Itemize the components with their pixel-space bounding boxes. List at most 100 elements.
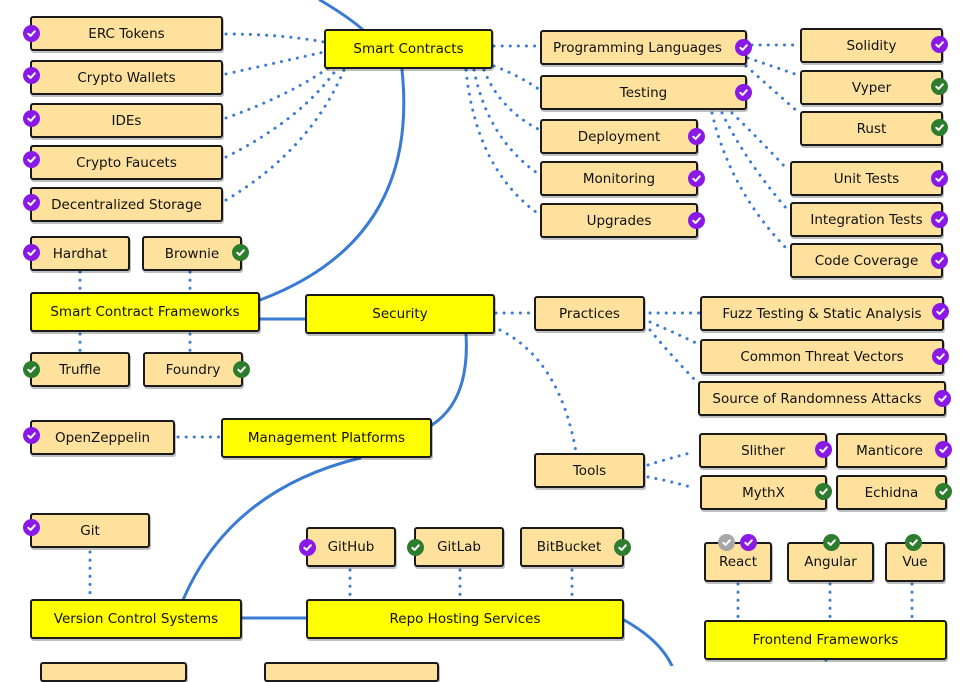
- node-hardhat[interactable]: Hardhat: [23, 236, 130, 271]
- node-label: Common Threat Vectors: [740, 348, 904, 365]
- node-smart-contract-frameworks[interactable]: Smart Contract Frameworks: [30, 292, 260, 332]
- edge-lang-vyper: [746, 56, 800, 77]
- node-ides[interactable]: IDEs: [23, 103, 223, 138]
- node-brownie[interactable]: Brownie: [142, 236, 249, 271]
- check-purple-icon: [935, 441, 952, 458]
- node-crypto-wallets[interactable]: Crypto Wallets: [23, 60, 223, 95]
- node-integration-tests[interactable]: Integration Tests: [790, 202, 948, 237]
- node-openzeppelin[interactable]: OpenZeppelin: [23, 420, 175, 455]
- node-vue[interactable]: Vue: [885, 534, 945, 582]
- node-code-coverage[interactable]: Code Coverage: [790, 243, 948, 278]
- node-label: Tools: [572, 462, 607, 479]
- node-git[interactable]: Git: [23, 513, 150, 548]
- edge-testing-integration: [720, 111, 788, 210]
- node-bitbucket[interactable]: BitBucket: [520, 527, 631, 567]
- check-purple-icon: [23, 194, 40, 211]
- node-github[interactable]: GitHub: [299, 527, 396, 567]
- node-deployment[interactable]: Deployment: [540, 119, 705, 154]
- node-label: Security: [372, 306, 428, 322]
- node-label: Smart Contracts: [353, 41, 464, 57]
- node-label: Management Platforms: [247, 430, 406, 446]
- node-label: Smart Contract Frameworks: [50, 304, 240, 320]
- node-label: Crypto Wallets: [77, 69, 176, 86]
- check-purple-icon: [740, 534, 757, 551]
- node-react[interactable]: React: [704, 534, 772, 582]
- check-purple-icon: [23, 67, 40, 84]
- edge-testing-coverage: [710, 111, 788, 250]
- node-smart-contracts[interactable]: Smart Contracts: [324, 29, 493, 69]
- node-programming-languages[interactable]: Programming Languages: [540, 30, 752, 65]
- node-label: React: [718, 554, 758, 570]
- node-unit-tests[interactable]: Unit Tests: [790, 161, 948, 196]
- edge-sc-upgrades: [464, 68, 542, 217]
- check-purple-icon: [23, 151, 40, 168]
- edge-tools-mythx: [646, 475, 696, 490]
- node-label: Frontend Frameworks: [752, 632, 899, 648]
- node-management-platforms[interactable]: Management Platforms: [221, 418, 432, 458]
- node-upgrades[interactable]: Upgrades: [540, 203, 705, 238]
- edge-sc-faucets: [224, 68, 338, 159]
- node-label: Rust: [856, 120, 887, 137]
- check-purple-icon: [735, 39, 752, 56]
- node-label: Vyper: [851, 79, 892, 96]
- node-gitlab[interactable]: GitLab: [407, 527, 504, 567]
- node-repo-hosting-services[interactable]: Repo Hosting Services: [306, 599, 624, 639]
- node-label: Vue: [902, 554, 928, 570]
- check-purple-icon: [688, 128, 705, 145]
- check-green-icon: [23, 361, 40, 378]
- node-label: OpenZeppelin: [54, 429, 151, 446]
- node-slither[interactable]: Slither: [699, 433, 832, 468]
- edge-practices-threat: [648, 320, 702, 347]
- node-solidity[interactable]: Solidity: [800, 28, 948, 63]
- node-label: IDEs: [111, 112, 142, 129]
- edge-testing-unit: [730, 111, 788, 170]
- edge-lang-rust: [744, 64, 800, 114]
- node-erc-tokens[interactable]: ERC Tokens: [23, 16, 223, 51]
- check-purple-icon: [815, 441, 832, 458]
- edge-sc-deploy: [482, 68, 542, 132]
- node-crypto-faucets[interactable]: Crypto Faucets: [23, 145, 223, 180]
- node-randomness-attacks[interactable]: Source of Randomness Attacks: [698, 381, 951, 416]
- node-testing[interactable]: Testing: [540, 75, 752, 110]
- node-label: Angular: [804, 554, 857, 570]
- node-mythx[interactable]: MythX: [700, 475, 832, 510]
- node-label: Brownie: [164, 245, 220, 262]
- check-gray-icon: [718, 534, 735, 551]
- node-label: Code Coverage: [814, 252, 919, 269]
- node-monitoring[interactable]: Monitoring: [540, 161, 705, 196]
- node-label: ERC Tokens: [88, 25, 165, 42]
- node-label: MythX: [742, 484, 785, 501]
- check-purple-icon: [931, 170, 948, 187]
- node-truffle[interactable]: Truffle: [23, 352, 130, 387]
- node-label: Source of Randomness Attacks: [712, 390, 922, 407]
- node-label: Echidna: [864, 484, 919, 501]
- node-fuzz-testing[interactable]: Fuzz Testing & Static Analysis: [700, 296, 949, 331]
- check-purple-icon: [299, 539, 316, 556]
- check-purple-icon: [688, 212, 705, 229]
- node-manticore[interactable]: Manticore: [836, 433, 952, 468]
- node-foundry[interactable]: Foundry: [143, 352, 250, 387]
- node-label: BitBucket: [536, 539, 602, 555]
- node-label: Testing: [619, 84, 668, 101]
- node-partial-bottom-center[interactable]: [264, 662, 439, 682]
- node-label: Manticore: [856, 442, 923, 459]
- node-tools[interactable]: Tools: [534, 453, 645, 488]
- edge-sc-storage: [224, 68, 346, 202]
- node-label: Slither: [741, 442, 785, 459]
- node-vyper[interactable]: Vyper: [800, 70, 948, 105]
- node-label: Upgrades: [586, 212, 652, 229]
- node-label: Practices: [559, 305, 620, 322]
- node-decentralized-storage[interactable]: Decentralized Storage: [23, 187, 223, 222]
- node-partial-bottom-left[interactable]: [40, 662, 187, 682]
- node-security[interactable]: Security: [305, 294, 495, 334]
- node-angular[interactable]: Angular: [787, 534, 874, 582]
- node-version-control-systems[interactable]: Version Control Systems: [30, 599, 242, 639]
- node-common-threat-vectors[interactable]: Common Threat Vectors: [700, 339, 949, 374]
- check-purple-icon: [688, 170, 705, 187]
- node-practices[interactable]: Practices: [534, 296, 645, 331]
- node-label: Solidity: [846, 37, 897, 54]
- node-rust[interactable]: Rust: [800, 111, 948, 146]
- node-echidna[interactable]: Echidna: [836, 475, 952, 510]
- check-purple-icon: [23, 25, 40, 42]
- node-frontend-frameworks[interactable]: Frontend Frameworks: [704, 620, 947, 660]
